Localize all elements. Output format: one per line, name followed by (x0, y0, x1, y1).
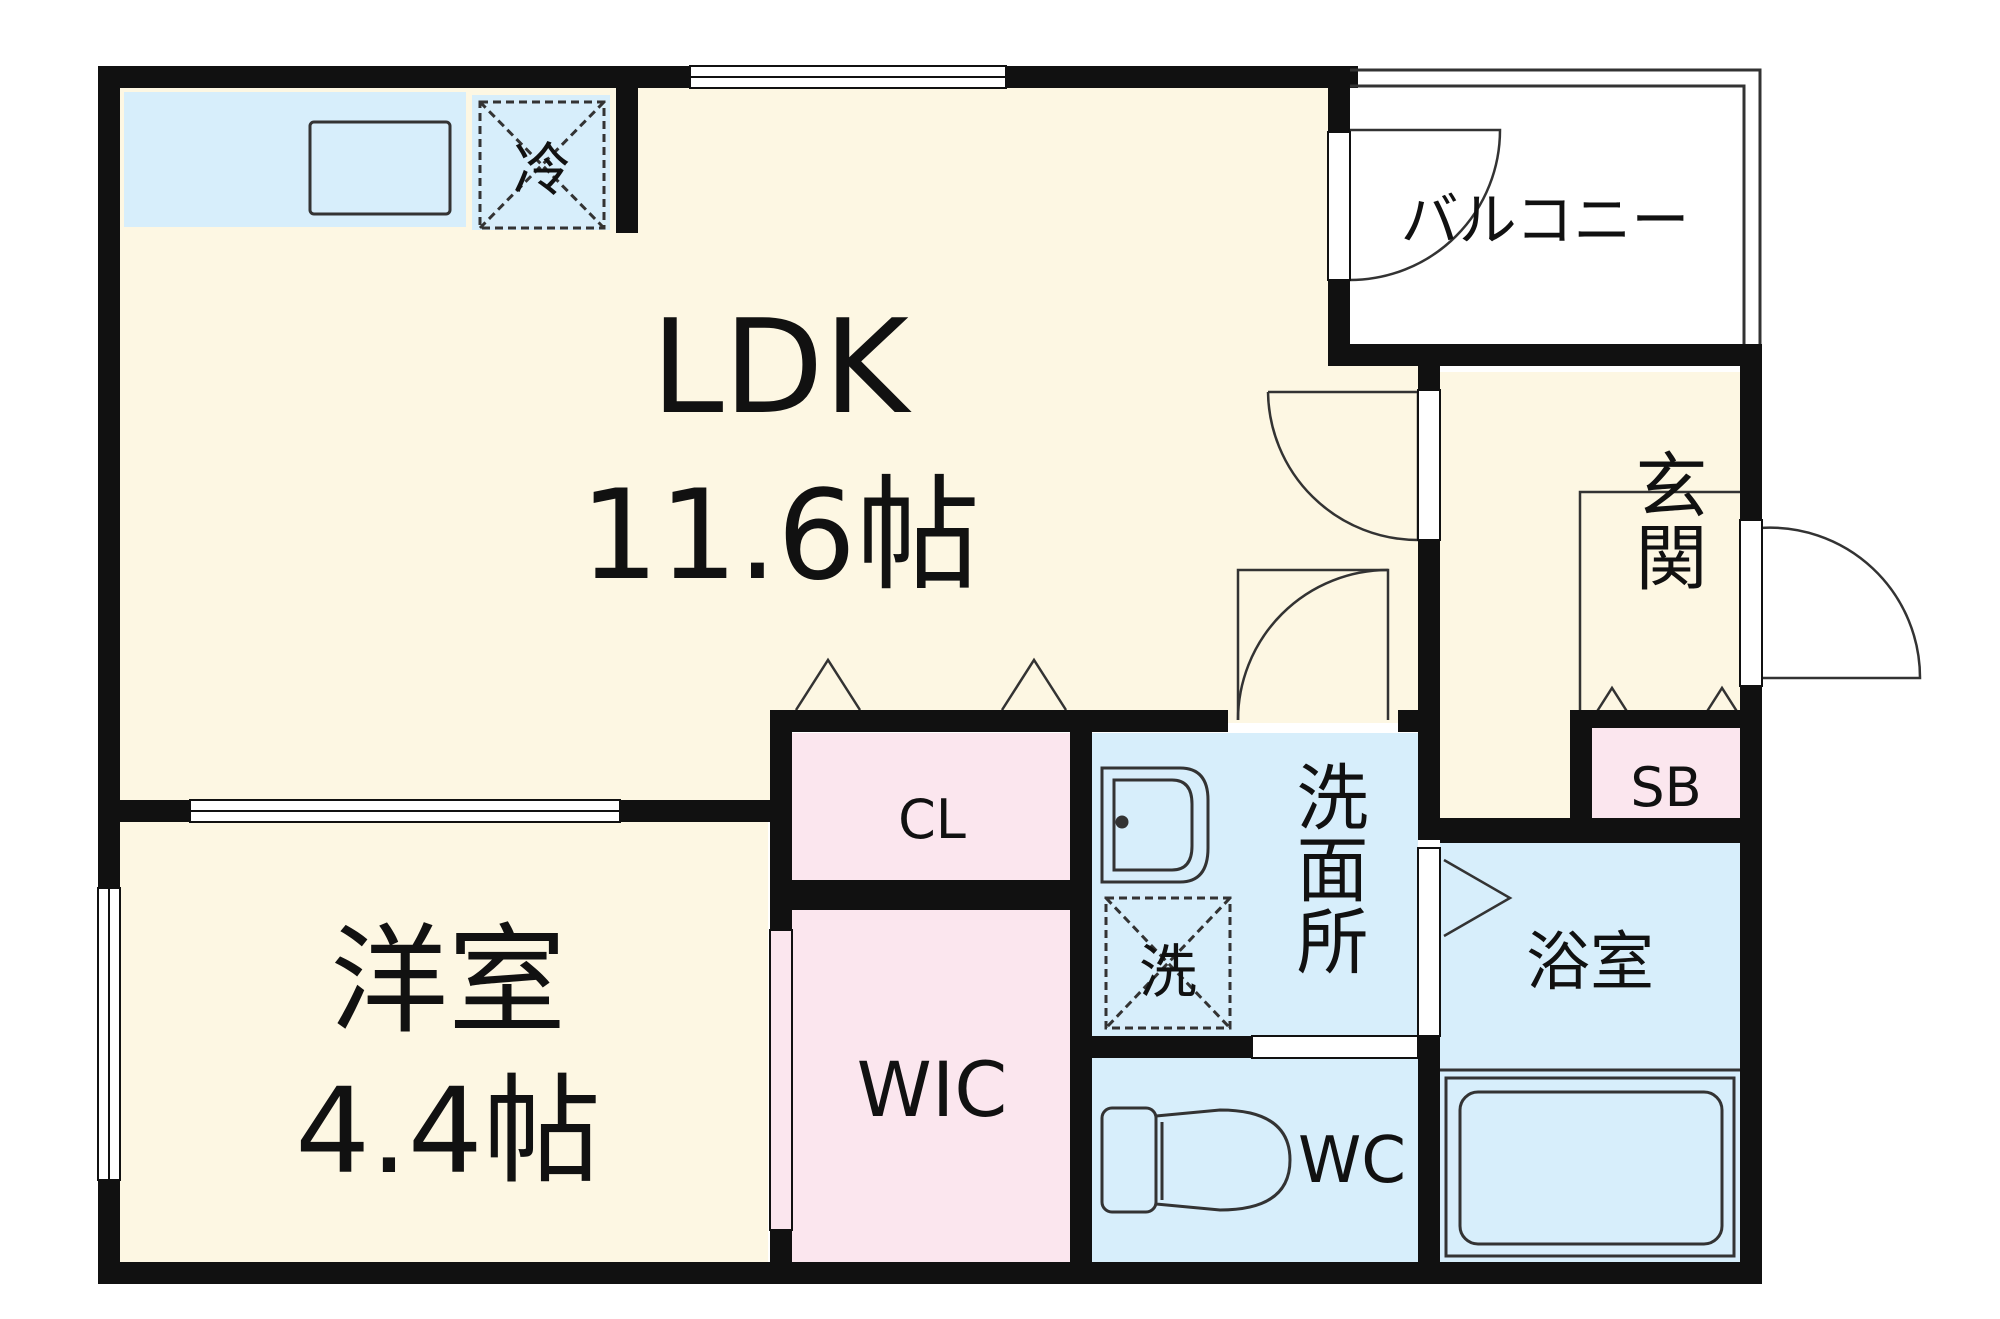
window-ldk-east (1417, 389, 1441, 541)
fixtures (308, 100, 1740, 1258)
window-bath (1417, 847, 1441, 1037)
washroom-label: 洗面所 (1284, 760, 1368, 976)
fridge-icon (478, 100, 606, 230)
kitchen-counter (124, 92, 466, 227)
window-entrance (1739, 519, 1763, 687)
balcony (1350, 68, 1762, 344)
wic-floor (792, 910, 1070, 1262)
doors (794, 128, 1922, 938)
entrance-label: 玄関 (1623, 448, 1707, 592)
labels: LDK 11.6帖 洋室 4.4帖 バルコニー CL WIC SB 浴室 WC … (295, 136, 1707, 1200)
washroom-floor (1092, 733, 1418, 1043)
shoe-box-floor (1592, 727, 1740, 819)
closet-floor (792, 733, 1070, 880)
window-balcony-door (1327, 131, 1351, 281)
fridge-label: 冷 (513, 136, 571, 204)
western-room-name: 洋室 (330, 912, 566, 1050)
bathroom-floor (1440, 843, 1740, 1262)
washer-label: 洗 (1139, 938, 1197, 1006)
windows (97, 65, 1763, 1231)
window-wic (769, 929, 793, 1231)
western-room-floor (120, 822, 768, 1262)
balcony-label: バルコニー (1401, 186, 1690, 254)
sink-icon (308, 120, 452, 216)
bathroom-label: 浴室 (1526, 926, 1654, 1000)
wic-label: WIC (857, 1045, 1008, 1134)
toilet-label: WC (1298, 1124, 1406, 1198)
washer-icon (1104, 896, 1232, 1030)
shoe-box-label: SB (1630, 756, 1701, 819)
western-room-size: 4.4帖 (295, 1062, 601, 1200)
floor-fills (120, 88, 1740, 1262)
bathtub-icon (1444, 1076, 1736, 1258)
toilet-icon (1100, 1106, 1292, 1214)
toilet-floor (1092, 1058, 1418, 1262)
closet-label: CL (898, 788, 966, 851)
ldk-name: LDK (651, 291, 912, 443)
ldk-size: 11.6帖 (580, 464, 980, 608)
ldk-floor (120, 88, 1418, 800)
washbasin-icon (1100, 766, 1210, 884)
